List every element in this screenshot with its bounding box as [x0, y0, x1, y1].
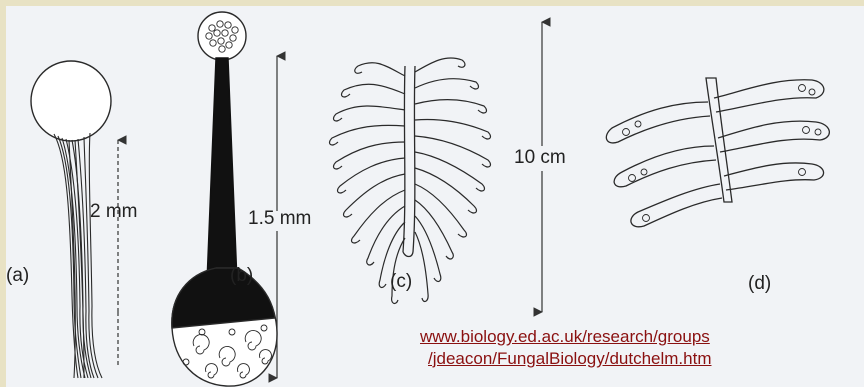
panel-b-base-dark	[172, 268, 275, 328]
panel-d-inclusions	[623, 85, 822, 222]
source-link-line-2[interactable]: /jdeacon/FungalBiology/dutchelm.htm	[428, 350, 712, 369]
panel-b-scale-label: 1.5 mm	[248, 209, 311, 228]
panel-d-right-branch-2	[718, 121, 829, 152]
panel-a-letter: (a)	[6, 266, 29, 285]
panel-b-head	[198, 12, 246, 60]
panel-d-left-branch-1	[606, 102, 710, 143]
panel-d-left-branch-3	[631, 184, 722, 227]
panel-b-drawing	[172, 12, 277, 386]
panel-a-stalk-strands	[54, 133, 102, 378]
source-link-line-1[interactable]: www.biology.ed.ac.uk/research/groups	[420, 328, 710, 347]
panel-c-scale-label: 10 cm	[514, 148, 566, 167]
fungal-structures-figure: (a) 2 mm (b) 1.5 mm (c) 10 cm (d) www.bi…	[6, 6, 864, 387]
panel-c-drawing	[330, 58, 491, 304]
panel-d-letter: (d)	[748, 274, 771, 293]
panel-c-right-branches	[415, 58, 490, 302]
panel-d-right-branch-1	[714, 80, 824, 112]
panel-d-drawing	[606, 78, 829, 227]
panel-a-head	[31, 61, 111, 141]
panel-d-right-branch-3	[724, 163, 824, 190]
panel-b-letter: (b)	[230, 266, 253, 285]
panel-a-scale-label: 2 mm	[90, 202, 138, 221]
panel-c-letter: (c)	[390, 272, 412, 291]
panel-b-stalk	[207, 58, 237, 281]
panel-c-left-branches	[330, 63, 405, 304]
